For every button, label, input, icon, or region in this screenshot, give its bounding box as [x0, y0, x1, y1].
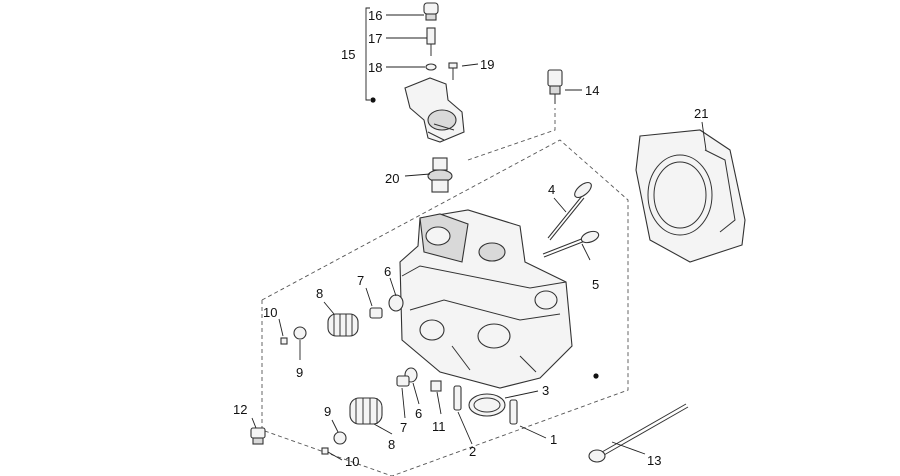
callout-16: 16 [368, 8, 382, 23]
bleed-screw [426, 27, 436, 56]
callout-18: 18 [368, 60, 382, 75]
callout-9-lower: 9 [324, 404, 331, 419]
bracket-dot [370, 97, 376, 103]
spring-cap-9-upper [293, 326, 307, 340]
o-ring-inner [473, 397, 501, 413]
callout-8-lower: 8 [388, 437, 395, 452]
callout-21: 21 [694, 106, 708, 121]
callout-3: 3 [542, 383, 549, 398]
cylinder-head [399, 209, 573, 389]
callout-14: 14 [585, 83, 599, 98]
callout-20: 20 [385, 171, 399, 186]
callout-5: 5 [592, 277, 599, 292]
valve-spring-8-upper [327, 313, 359, 337]
group-bracket-15 [365, 7, 370, 101]
valve-seal-6-upper [388, 294, 404, 312]
thermostat [427, 157, 453, 193]
assembly-link-line [467, 108, 556, 161]
valve-guide-7-upper [369, 307, 383, 319]
callout-2: 2 [469, 444, 476, 459]
thermostat-housing [404, 77, 465, 143]
valve-4 [547, 181, 592, 241]
callout-12: 12 [233, 402, 247, 417]
thermostat-cap [423, 2, 439, 21]
part-11 [430, 380, 442, 392]
temperature-sensor [547, 69, 563, 104]
callout-1: 1 [550, 432, 557, 447]
callout-8-upper: 8 [316, 286, 323, 301]
screw-19 [448, 62, 458, 80]
head-bolt [588, 403, 689, 463]
callout-19: 19 [480, 57, 494, 72]
plug-12 [250, 427, 266, 445]
callout-6-lower: 6 [415, 406, 422, 421]
valve-spring-8-lower [349, 397, 383, 425]
dowel-pin-a [453, 385, 462, 411]
callout-9-upper: 9 [296, 365, 303, 380]
assembly-dot [593, 373, 599, 379]
callout-6-upper: 6 [384, 264, 391, 279]
spring-cap-9-lower [333, 431, 347, 445]
callout-10-upper: 10 [263, 305, 277, 320]
callout-15: 15 [341, 47, 355, 62]
leader-lines [251, 14, 707, 461]
collet-10-upper [280, 337, 288, 345]
washer-18 [425, 63, 437, 71]
callout-7-upper: 7 [357, 273, 364, 288]
callout-10-lower: 10 [345, 454, 359, 469]
callout-labels: 16 17 15 18 19 14 21 20 4 5 6 7 8 10 9 3… [233, 8, 708, 469]
callout-7-lower: 7 [400, 420, 407, 435]
head-gasket [635, 129, 746, 263]
collet-10-lower [321, 447, 329, 455]
callout-17: 17 [368, 31, 382, 46]
callout-13: 13 [647, 453, 661, 468]
valve-5 [542, 230, 600, 258]
valve-guide-7-lower [396, 375, 410, 387]
callout-11: 11 [432, 419, 446, 434]
dowel-pin-b [509, 399, 518, 425]
callout-4: 4 [548, 182, 555, 197]
